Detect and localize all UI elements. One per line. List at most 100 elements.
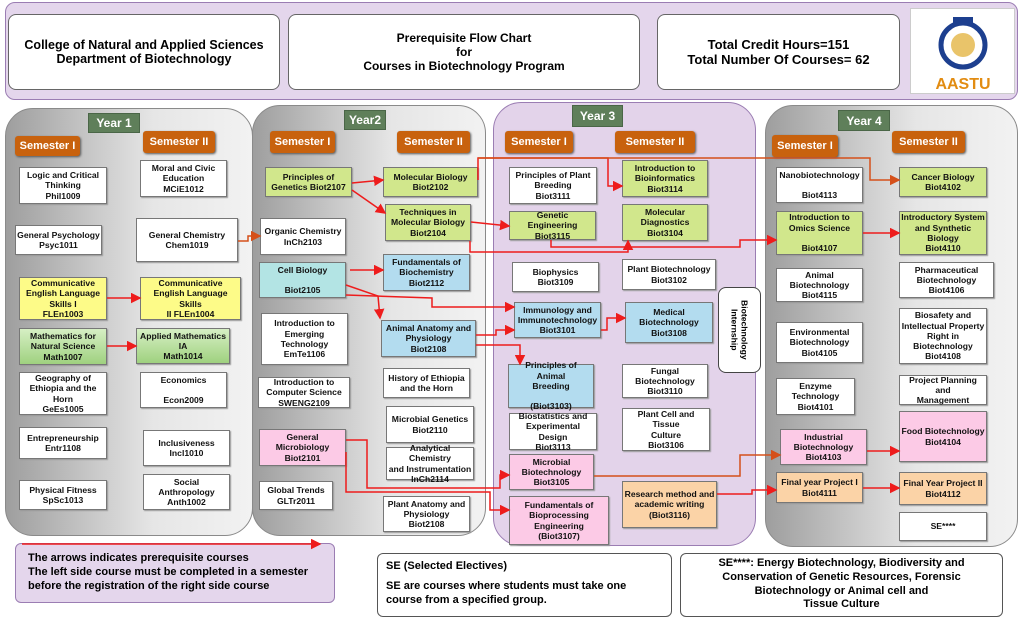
- course-biot2104: Techniques in Molecular Biology Biot2104: [385, 204, 471, 241]
- year3-label: Year 3: [572, 105, 623, 127]
- course-se: SE****: [899, 512, 987, 541]
- course-biot3107: Fundamentals of Bioprocessing Engineerin…: [509, 496, 609, 545]
- course-entr1108: Entrepreneurship Entr1108: [19, 427, 107, 459]
- legend-box: The arrows indicates prerequisite course…: [15, 543, 335, 603]
- svg-text:AASTU: AASTU: [935, 76, 990, 93]
- course-biot4108: Biosafety and Intellectual Property Righ…: [899, 308, 987, 364]
- course-biot3109: Biophysics Biot3109: [512, 262, 599, 292]
- course-spsc1013: Physical Fitness SpSc1013: [19, 480, 107, 510]
- course-anth1002: Social Anthropology Anth1002: [143, 474, 230, 510]
- aastu-logo: AASTU: [910, 8, 1015, 94]
- prerequisite-arrow: [477, 157, 624, 192]
- y4-semester-2: Semester II: [892, 131, 965, 153]
- course-math1014: Applied Mathematics IA Math1014: [136, 328, 230, 364]
- prerequisite-arrow: [476, 324, 516, 336]
- course-biot2105: Cell Biology Biot2105: [259, 262, 346, 298]
- prerequisite-arrow: [238, 230, 262, 242]
- course-inch2114: Analytical Chemistry and Instrumentation…: [386, 443, 474, 484]
- course-biot3108: Medical Biotechnology Biot3108: [625, 302, 713, 343]
- prerequisite-arrow: [550, 234, 778, 248]
- course-biot2102: Molecular Biology Biot2102: [383, 167, 478, 197]
- course-biot2108a: Animal Anatomy and Physiology Biot2108: [381, 320, 476, 357]
- course-biot4104: Food Biotechnology Biot4104: [899, 411, 987, 462]
- course-biot4105: Environmental Biotechnology Biot4105: [776, 322, 863, 363]
- prerequisite-arrow: [717, 484, 778, 496]
- course-sweng2109: Introduction to Computer Science SWENG21…: [258, 377, 350, 408]
- course-biot2107: Principles of Genetics Biot2107: [265, 167, 352, 197]
- course-biot3110: Fungal Biotechnology Biot3110: [622, 364, 708, 398]
- year1-label: Year 1: [88, 113, 140, 133]
- course-incl1010: Inclusiveness Incl1010: [143, 430, 230, 466]
- year2-label: Year2: [344, 110, 386, 130]
- legend-arrow-icon: [22, 538, 322, 550]
- course-biot4113: Nanobiotechnology Biot4113: [776, 167, 863, 203]
- course-biot2108p: Plant Anatomy and Physiology Biot2108: [383, 496, 470, 532]
- course-biot3114: Introduction to Bioinformatics Biot3114: [622, 160, 708, 197]
- y3-semester-1: Semester I: [505, 131, 573, 153]
- page-title: Prerequisite Flow Chart for Courses in B…: [288, 14, 640, 90]
- se-note-box: SE (Selected Electives) SE are courses w…: [377, 553, 672, 617]
- course-phil1009: Logic and Critical Thinking Phil1009: [19, 167, 107, 204]
- course-biot3104: Molecular Diagnostics Biot3104: [622, 204, 708, 241]
- course-biot3106: Plant Cell and Tissue Culture Biot3106: [622, 408, 710, 451]
- prerequisite-arrow: [345, 452, 511, 516]
- course-gltr2011: Global Trends GLTr2011: [259, 481, 333, 510]
- se-list-box: SE****: Energy Biotechnology, Biodiversi…: [680, 553, 1003, 617]
- course-biot2110: Microbial Genetics Biot2110: [386, 406, 474, 443]
- y2-semester-1: Semester I: [270, 131, 335, 153]
- prerequisite-arrow: [601, 312, 627, 331]
- course-psyc1011: General Psychology Psyc1011: [15, 225, 102, 255]
- course-math1007: Mathematics for Natural Science Math1007: [19, 328, 107, 365]
- course-biot4111: Final year Project I Biot4111: [776, 472, 863, 503]
- course-biot4115: Animal Biotechnology Biot4115: [776, 268, 863, 302]
- course-inch2103: Organic Chemistry InCh2103: [260, 218, 346, 255]
- se-note-title: SE (Selected Electives): [386, 560, 508, 572]
- course-biot4103: Industrial Biotechnology Biot4103: [780, 429, 867, 465]
- course-mcie1012: Moral and Civic Education MCiE1012: [140, 160, 227, 197]
- college-name: College of Natural and Applied Sciences …: [8, 14, 280, 90]
- course-biot3116: Research method and academic writing (Bi…: [622, 481, 717, 528]
- course-biot4107: Introduction to Omics Science Biot4107: [776, 211, 863, 255]
- course-biot3111: Principles of Plant Breeding Biot3111: [509, 167, 597, 204]
- course-emte1106: Introduction to Emerging Technology EmTe…: [261, 313, 348, 365]
- prerequisite-arrow: [476, 344, 526, 366]
- course-biot3101: Immunology and Immunotechnology Biot3101: [514, 302, 601, 338]
- course-biot4110: Introductory System and Synthetic Biolog…: [899, 211, 987, 255]
- course-biot3105: Microbial Biotechnology Biot3105: [509, 454, 594, 490]
- course-biot4112: Final Year Project II Biot4112: [899, 472, 987, 505]
- prerequisite-arrow: [345, 294, 516, 313]
- course-biot3115: Genetic Engineering Biot3115: [509, 210, 596, 241]
- y4-semester-1: Semester I: [772, 135, 838, 157]
- se-list-text: SE****: Energy Biotechnology, Biodiversi…: [718, 557, 965, 611]
- prerequisite-arrow: [594, 449, 782, 477]
- course-ppm: Project Planning and Management: [899, 375, 987, 405]
- prerequisite-arrow: [345, 284, 385, 320]
- prerequisite-arrow: [351, 189, 387, 214]
- prerequisite-arrow: [478, 157, 901, 186]
- se-note-body: SE are courses where students must take …: [386, 579, 627, 606]
- course-hist: History of Ethiopia and the Horn: [383, 368, 470, 398]
- course-flen1004: Communicative English Language Skills II…: [140, 277, 241, 320]
- y1-semester-2: Semester II: [143, 131, 215, 153]
- course-biot4102: Cancer Biology Biot4102: [899, 167, 987, 197]
- legend-text: The arrows indicates prerequisite course…: [28, 552, 308, 592]
- course-biot4101: Enzyme Technology Biot4101: [776, 378, 855, 415]
- year4-label: Year 4: [838, 110, 890, 131]
- course-econ2009: Economics Econ2009: [140, 372, 227, 408]
- internship-label: Biotechnology Internship: [729, 300, 750, 360]
- course-gees1005: Geography of Ethiopia and the Horn GeEs1…: [19, 372, 107, 415]
- course-chem1019: General Chemistry Chem1019: [136, 218, 238, 262]
- prerequisite-arrow: [346, 439, 511, 489]
- course-biot3102: Plant Biotechnology Biot3102: [622, 259, 716, 290]
- course-biot2101: General Microbiology Biot2101: [259, 429, 346, 466]
- y3-semester-2: Semester II: [615, 131, 695, 153]
- course-biot3113: Biostatistics and Experimental Design Bi…: [509, 411, 597, 452]
- internship-box: Biotechnology Internship: [718, 287, 761, 373]
- prerequisite-arrow: [351, 175, 385, 187]
- course-biot4106: Pharmaceutical Biotechnology Biot4106: [899, 262, 994, 298]
- logo-emblem-icon: AASTU: [935, 17, 991, 93]
- prerequisite-arrow: [470, 219, 511, 231]
- course-biot2112: Fundamentals of Biochemistry Biot2112: [383, 254, 470, 291]
- course-flen1003: Communicative English Language Skills I …: [19, 277, 107, 320]
